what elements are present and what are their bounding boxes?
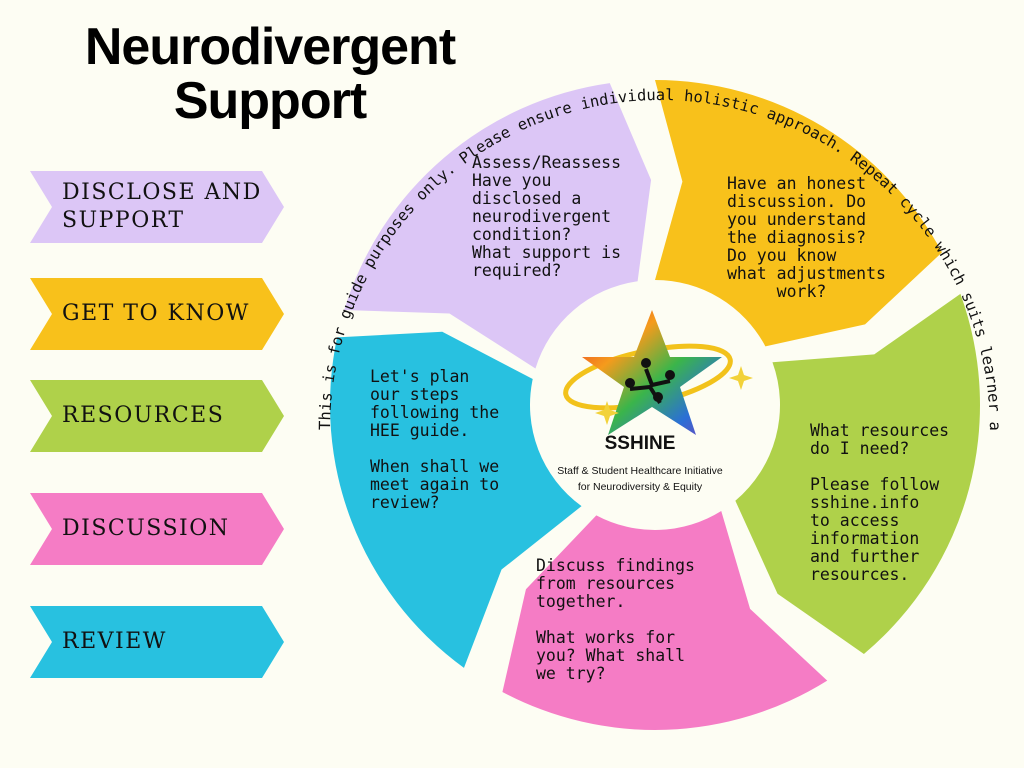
stage-discussion: DISCUSSION [30, 493, 284, 565]
brand-name: SSHINE [604, 433, 676, 454]
stage-label: DISCLOSE AND SUPPORT [62, 171, 262, 243]
stage-arrow-shape [30, 606, 284, 678]
stage-label: GET TO KNOW [62, 301, 250, 326]
org-line-2: for Neurodiversity & Equity [577, 481, 703, 493]
star-logo-icon [563, 310, 753, 435]
organisation-name: Staff & Student Healthcare Initiative fo… [520, 463, 760, 495]
segment-plan [329, 331, 582, 668]
stage-review: REVIEW [30, 606, 284, 678]
segment-text-discuss: Discuss findings from resources together… [536, 556, 695, 683]
title-line-1: Neurodivergent [84, 18, 456, 76]
segment-text-honest: Have an honest discussion. Do you unders… [727, 174, 886, 301]
segment-text-assess: Assess/Reassess Have you disclosed a neu… [472, 153, 622, 280]
segment-text-plan: Let's plan our steps following the HEE g… [370, 367, 500, 512]
stage-get-to-know: GET TO KNOW [30, 278, 284, 350]
segment-honest [655, 80, 942, 347]
cycle-segments [329, 80, 980, 730]
stage-label: REVIEW [62, 629, 167, 654]
stage-label: RESOURCES [62, 403, 225, 428]
segment-text-resources: What resources do I need? Please follow … [810, 421, 950, 584]
org-line-1: Staff & Student Healthcare Initiative [557, 465, 723, 477]
stage-arrow-shape [30, 278, 284, 350]
stage-arrow-shape [30, 493, 284, 565]
stage-disclose-and-support: DISCLOSE AND SUPPORT [30, 171, 284, 243]
stage-label-line-2: SUPPORT [62, 208, 185, 233]
segment-discuss [502, 511, 828, 730]
stage-arrow-shape [30, 380, 284, 452]
stage-arrow-shape [30, 171, 284, 243]
title-line-2: Support [173, 72, 367, 130]
stage-resources: RESOURCES [30, 380, 284, 452]
page-title: Neurodivergent Support [55, 20, 485, 128]
segment-assess [344, 83, 652, 369]
stage-label-line-1: DISCLOSE AND [62, 180, 262, 205]
sshine-logo: SSHINE Staff & Student Healthcare Initia… [520, 305, 760, 515]
segment-resources [735, 293, 980, 654]
stage-label: DISCUSSION [62, 516, 230, 541]
